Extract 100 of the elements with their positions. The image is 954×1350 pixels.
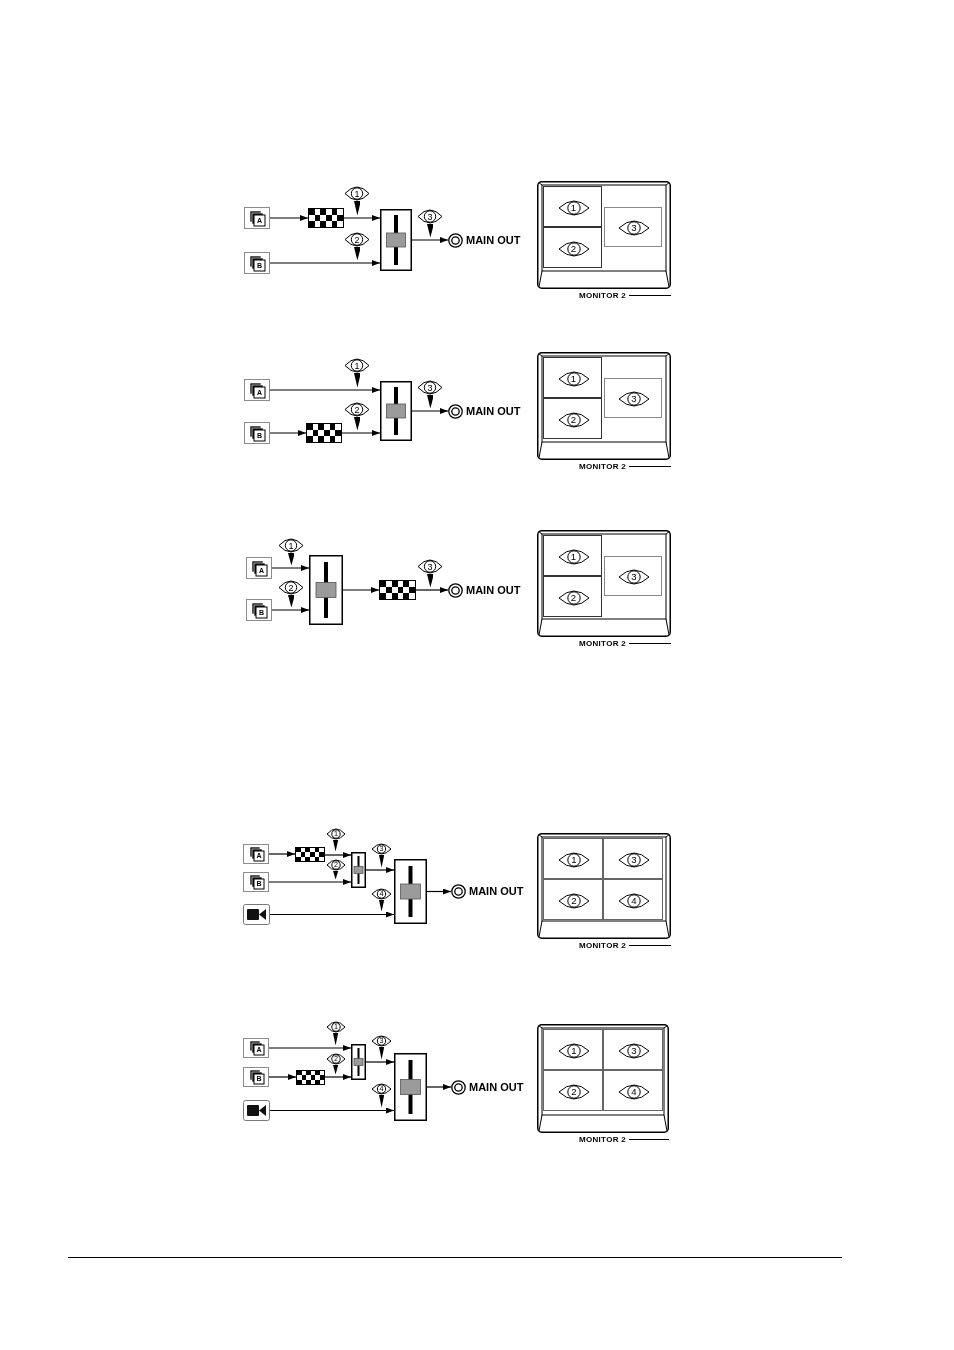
- eye-marker: [558, 1083, 590, 1100]
- monitor-frame: [537, 833, 671, 939]
- monitor-frame: [537, 181, 671, 289]
- screen-pane: [543, 1029, 603, 1070]
- screen-pane: [603, 1029, 663, 1070]
- callout-number: 3: [631, 223, 637, 233]
- checkerboard-icon: [296, 1070, 325, 1085]
- screen-pane: [603, 1070, 663, 1111]
- eye-marker: [618, 1042, 650, 1059]
- screen-pane: [543, 357, 602, 398]
- eye-marker: [371, 1035, 392, 1047]
- arrow: [411, 237, 449, 243]
- monitor-label: MONITOR 2: [579, 291, 626, 300]
- callout-number: 3: [631, 572, 637, 582]
- callout-number: 1: [354, 361, 360, 370]
- arrow: [415, 587, 449, 593]
- output-label: MAIN OUT: [469, 884, 524, 899]
- eye-marker: [557, 589, 590, 606]
- eye-marker: [417, 380, 443, 395]
- arrow: [269, 387, 381, 393]
- eye-marker: [326, 859, 346, 871]
- arrow: [426, 1084, 452, 1090]
- screen-pane: [543, 838, 603, 879]
- screen-pane: [604, 207, 662, 247]
- eye-marker: [618, 892, 650, 909]
- output-label: MAIN OUT: [466, 233, 521, 248]
- eye-marker: [557, 411, 590, 428]
- fader-icon: [380, 381, 412, 441]
- source-tile: [246, 599, 272, 621]
- camera-icon: [243, 1100, 270, 1121]
- eye-marker: [618, 1083, 650, 1100]
- arrow: [268, 879, 352, 885]
- eye-marker: [344, 358, 370, 373]
- arrow: [269, 260, 381, 266]
- output-label: MAIN OUT: [469, 1080, 524, 1095]
- eye-marker: [557, 370, 590, 387]
- monitor-label: MONITOR 2: [579, 639, 626, 648]
- eye-marker: [618, 569, 650, 585]
- eye-marker: [618, 391, 650, 407]
- screen-pane: [543, 1070, 603, 1111]
- arrow: [411, 408, 449, 414]
- source-tile: [243, 844, 269, 864]
- arrow: [271, 565, 310, 571]
- output-label: MAIN OUT: [466, 404, 521, 419]
- arrow: [324, 1074, 352, 1080]
- screen-pane: [604, 378, 662, 418]
- screen-pane: [543, 576, 602, 617]
- fader-icon: [309, 555, 343, 625]
- arrow: [269, 911, 395, 918]
- eye-marker: [326, 1053, 346, 1065]
- output-label: MAIN OUT: [466, 583, 521, 598]
- checkerboard-icon: [379, 580, 416, 600]
- eye-marker: [618, 851, 650, 868]
- fader-icon: [394, 1053, 427, 1121]
- callout-number: 3: [427, 212, 433, 221]
- callout-number: 3: [631, 394, 637, 404]
- eye-marker: [278, 538, 304, 553]
- arrow: [269, 215, 309, 221]
- checkerboard-icon: [308, 208, 344, 228]
- callout-number: 1: [288, 541, 294, 550]
- eye-marker: [344, 232, 370, 247]
- arrow: [342, 587, 380, 593]
- camera-icon: [243, 904, 270, 925]
- eye-marker: [557, 240, 590, 257]
- screen-pane: [543, 186, 602, 227]
- arrow: [365, 867, 395, 873]
- callout-number: 3: [427, 383, 433, 392]
- callout-number: 2: [571, 895, 577, 906]
- eye-marker: [371, 888, 392, 900]
- callout-number: 1: [570, 373, 577, 384]
- callout-number: 2: [288, 583, 294, 592]
- callout-number: 2: [571, 1086, 577, 1097]
- eye-marker: [371, 843, 392, 855]
- arrow: [343, 215, 381, 221]
- eye-marker: [371, 1083, 392, 1095]
- callout-number: 2: [570, 414, 577, 425]
- screen-pane: [543, 879, 603, 920]
- checkerboard-icon: [306, 423, 342, 443]
- eye-marker: [278, 580, 304, 595]
- fader-icon: [394, 859, 427, 924]
- callout-number: 1: [571, 1045, 577, 1056]
- monitor-label: MONITOR 2: [579, 941, 626, 950]
- callout-number: 1: [570, 202, 577, 213]
- callout-number: 1: [571, 854, 577, 865]
- eye-marker: [557, 199, 590, 216]
- source-tile: [244, 207, 270, 229]
- fader-icon: [380, 209, 412, 271]
- source-tile: [244, 252, 270, 274]
- checkerboard-icon: [295, 847, 325, 862]
- callout-number: 2: [570, 592, 577, 603]
- eye-marker: [417, 209, 443, 224]
- eye-marker: [557, 548, 590, 565]
- arrow: [269, 430, 307, 436]
- callout-number: 4: [631, 895, 637, 906]
- arrow: [341, 430, 381, 436]
- arrow: [271, 607, 310, 613]
- monitor-frame: [537, 530, 671, 637]
- monitor-label: MONITOR 2: [579, 1135, 626, 1144]
- screen-pane: [603, 879, 663, 920]
- callout-number: 2: [354, 235, 360, 244]
